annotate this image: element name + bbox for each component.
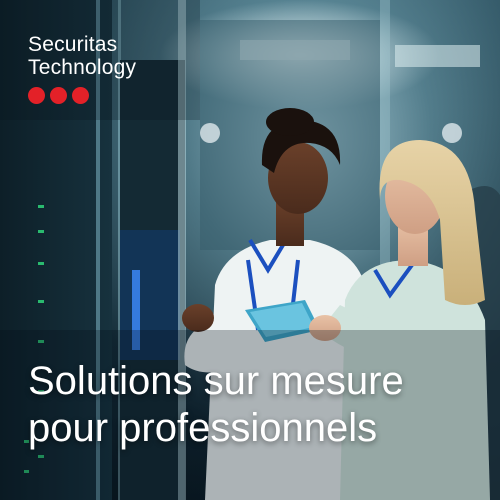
logo-dot xyxy=(50,87,67,104)
logo-dot xyxy=(28,87,45,104)
logo-dot xyxy=(72,87,89,104)
logo-line-2: Technology xyxy=(28,56,137,79)
woman-right xyxy=(320,140,490,500)
woman-left xyxy=(184,108,375,500)
headline-line-1: Solutions sur mesure xyxy=(28,359,404,403)
server-rack-left xyxy=(0,0,112,500)
headline: Solutions sur mesure pour professionnels xyxy=(28,358,478,452)
logo-line-1: Securitas xyxy=(28,33,118,56)
headline-line-2: pour professionnels xyxy=(28,406,378,450)
logo-dots xyxy=(28,87,136,104)
securitas-technology-logo: Securitas Technology xyxy=(28,33,136,104)
